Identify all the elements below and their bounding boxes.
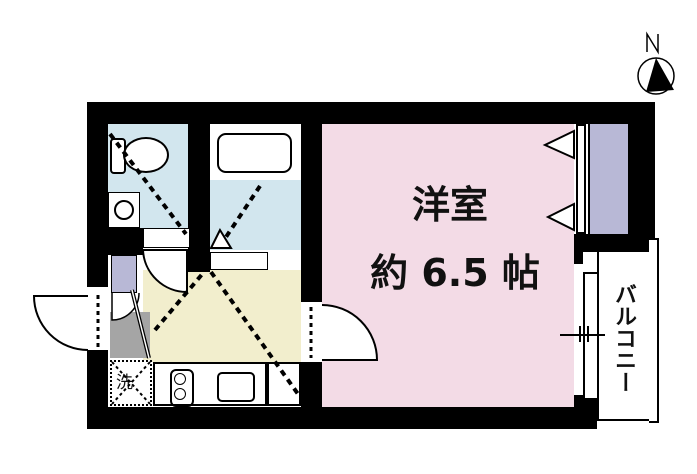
fridge-space — [267, 362, 301, 406]
wall-closet-bottom — [574, 234, 655, 252]
entrance-door-swing — [32, 295, 89, 351]
wall-bottom — [87, 407, 597, 429]
wall-right-upper — [628, 102, 655, 252]
closet-door-strip[interactable] — [576, 124, 586, 234]
wall-right-lower-left — [574, 252, 583, 264]
balcony-label: バルコニー — [611, 283, 636, 393]
burner-1 — [174, 373, 186, 385]
wall-center-lower — [301, 362, 322, 429]
stove — [170, 369, 194, 407]
wall-center — [301, 102, 322, 302]
balcony-outer-rail — [649, 238, 659, 423]
bath-vanity — [210, 252, 268, 270]
wall-top — [87, 102, 655, 124]
closet — [588, 124, 630, 234]
shoe-closet — [111, 255, 137, 293]
compass-icon — [637, 31, 675, 95]
wall-toilet-bottom — [108, 228, 143, 255]
wall-left-lower — [87, 350, 108, 429]
wall-right-bottom-stub — [574, 395, 597, 429]
sink — [217, 372, 255, 402]
burner-2 — [174, 388, 186, 400]
washbasin — [114, 200, 134, 220]
toilet-bowl — [123, 137, 169, 173]
washer-label: 洗 — [116, 373, 133, 393]
wall-left-upper — [87, 102, 108, 287]
western-room-size: 約 6.5 帖 — [370, 251, 540, 295]
wall-toilet-bath — [188, 102, 210, 272]
toilet-vanity — [143, 228, 190, 248]
western-room-name: 洋室 — [411, 183, 488, 227]
bathtub-basin — [217, 133, 292, 173]
